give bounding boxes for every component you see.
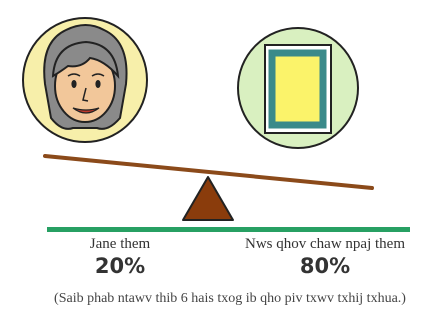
woman-face-icon — [43, 24, 128, 130]
left-person-circle — [22, 17, 148, 143]
blank-document-icon — [264, 44, 332, 134]
right-label-name: Nws qhov chaw npaj them — [245, 236, 405, 252]
seesaw-beam — [43, 154, 374, 190]
left-label-percent: 20% — [94, 254, 146, 278]
right-document-circle — [237, 27, 359, 149]
fulcrum-triangle — [182, 176, 234, 221]
right-label-percent: 80% — [299, 254, 351, 278]
ground-line — [47, 227, 410, 232]
left-label-name: Jane them — [89, 236, 151, 252]
seesaw — [43, 154, 374, 221]
footnote: (Saib phab ntawv thib 6 hais txog ib qho… — [54, 291, 406, 306]
